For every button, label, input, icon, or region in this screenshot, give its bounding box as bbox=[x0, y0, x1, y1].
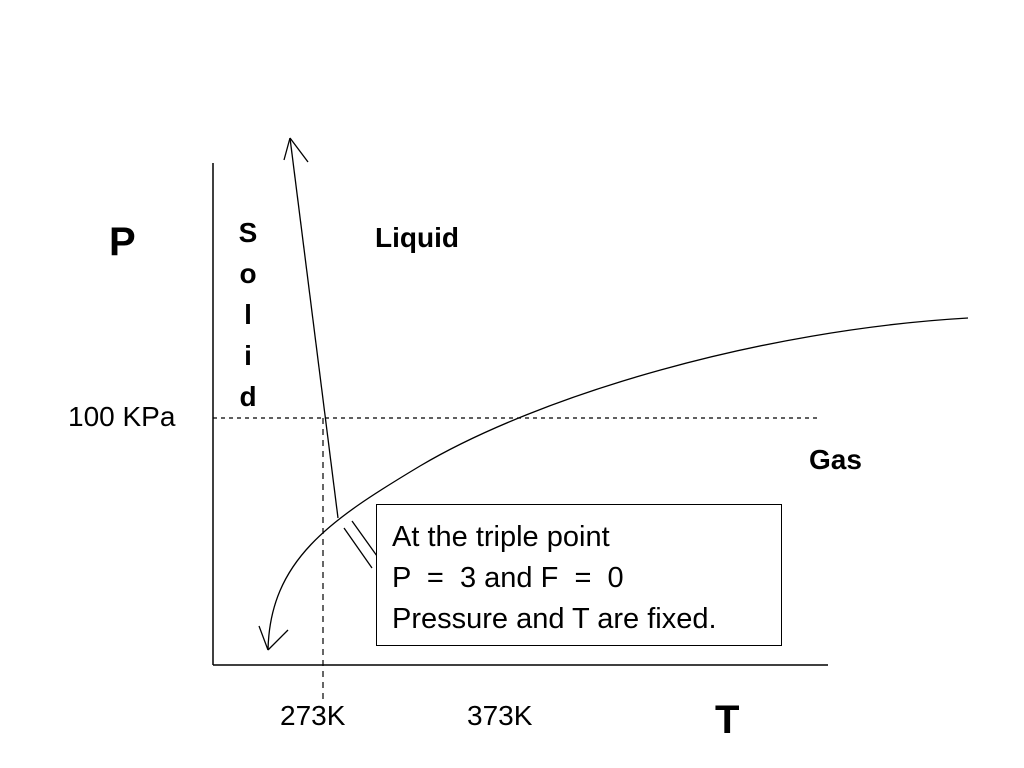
pressure-reference-label: 100 KPa bbox=[68, 401, 176, 432]
triple-point-pointer-line-1 bbox=[343, 527, 373, 569]
note-line: Pressure and T are fixed. bbox=[392, 603, 717, 635]
x-axis-label: T bbox=[715, 698, 740, 742]
solid-liquid-boundary-line bbox=[289, 137, 339, 519]
boundary-arrowhead-left bbox=[283, 137, 291, 161]
melting-temperature-label: 273K bbox=[280, 700, 346, 731]
solid-letter: d bbox=[239, 381, 257, 412]
liquid-gas-boundary-curve bbox=[267, 317, 969, 651]
gas-region-label: Gas bbox=[809, 444, 862, 475]
solid-letter: l bbox=[244, 299, 252, 330]
triple-point-note: At the triple point P = 3 and F = 0 Pres… bbox=[376, 504, 782, 646]
note-line: P = 3 and F = 0 bbox=[392, 562, 624, 594]
solid-region-label: S o l i d bbox=[233, 212, 263, 417]
y-axis-label: P bbox=[109, 220, 136, 264]
curve-arrowhead-left bbox=[258, 625, 269, 651]
liquid-region-label: Liquid bbox=[375, 222, 459, 253]
triple-point-pointer-line-2 bbox=[351, 520, 378, 557]
solid-letter: i bbox=[244, 340, 252, 371]
curve-arrowhead-right bbox=[267, 629, 289, 651]
solid-letter: S bbox=[238, 217, 258, 248]
boiling-temperature-label: 373K bbox=[467, 700, 533, 731]
solid-letter: o bbox=[239, 258, 257, 289]
boundary-arrowhead-right bbox=[289, 137, 309, 163]
note-line: At the triple point bbox=[392, 521, 610, 553]
